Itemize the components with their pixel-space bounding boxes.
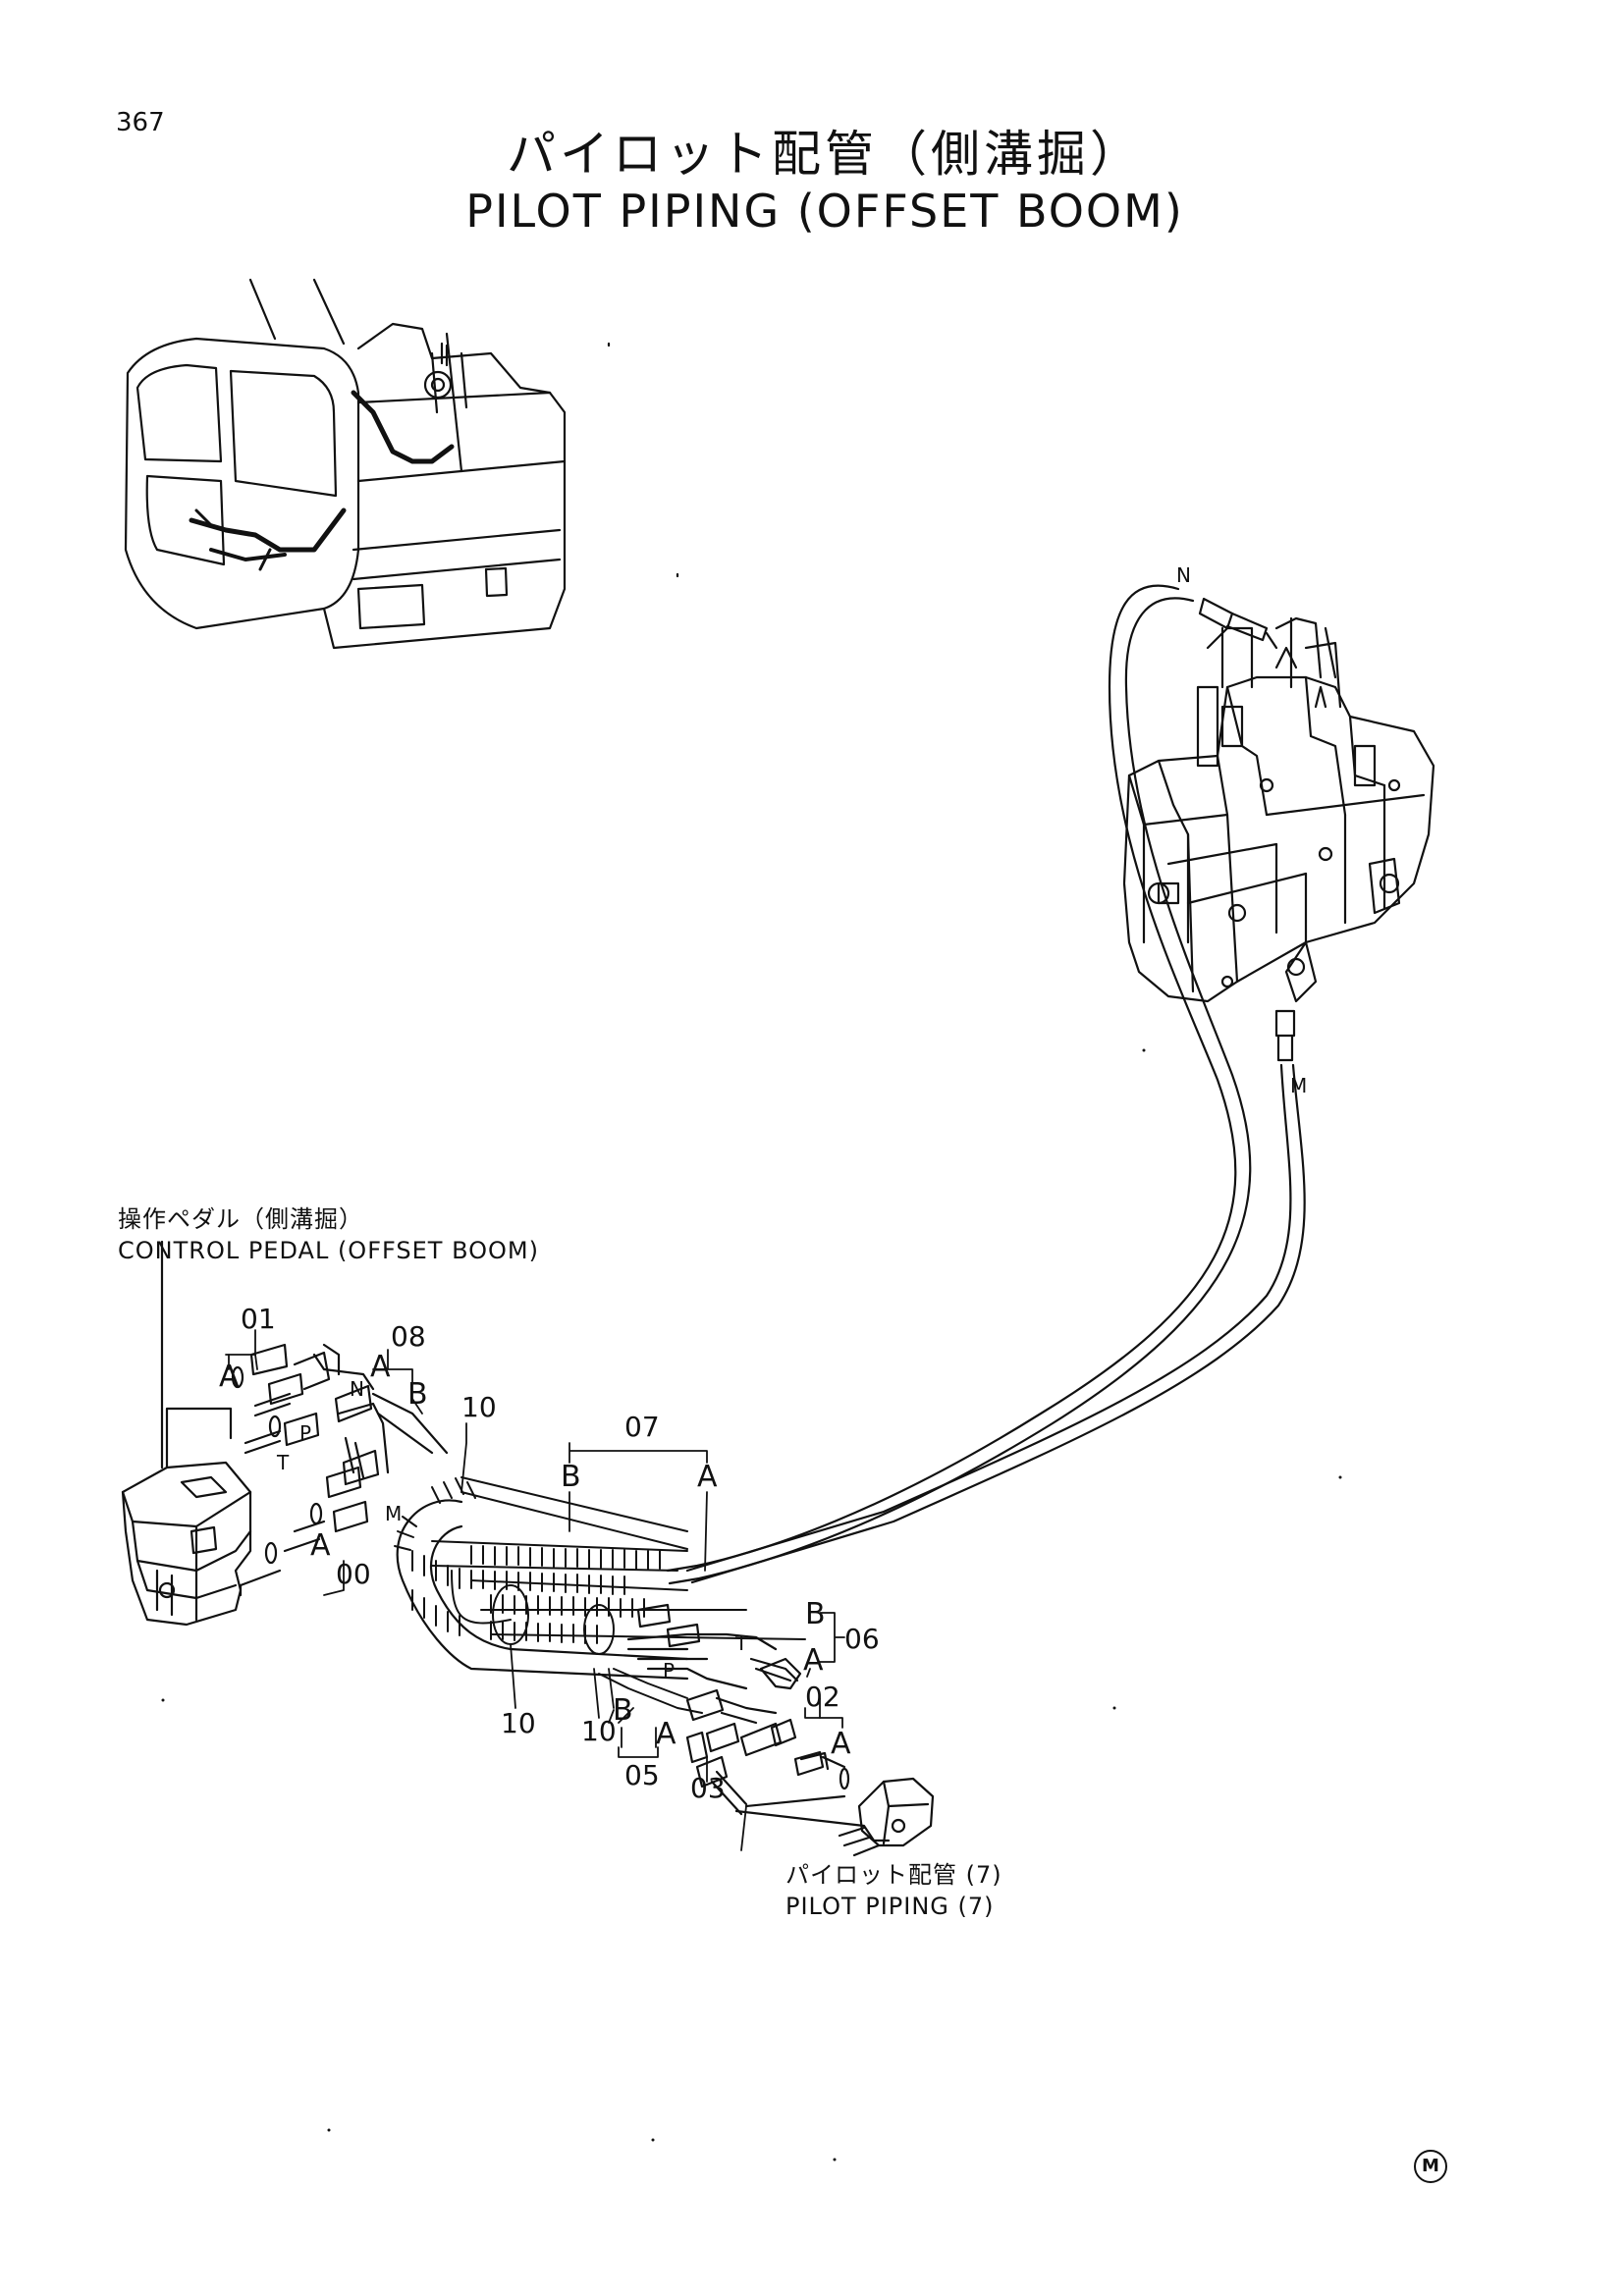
control-pedal-label-en: CONTROL PEDAL (OFFSET BOOM) bbox=[118, 1237, 539, 1264]
excavator-overview bbox=[124, 278, 679, 650]
part-number-10-bottom-left: 10 bbox=[501, 1707, 536, 1739]
port-label-b-05: B bbox=[613, 1693, 633, 1728]
port-label-m-valve: M bbox=[1290, 1074, 1308, 1097]
control-pedal bbox=[121, 1240, 252, 1627]
part-number-07: 07 bbox=[624, 1411, 660, 1443]
page-title-english: PILOT PIPING (OFFSET BOOM) bbox=[465, 185, 1184, 238]
port-label-a-06: A bbox=[803, 1643, 824, 1678]
port-label-t-06: T bbox=[735, 1631, 748, 1655]
part-number-03: 03 bbox=[690, 1772, 726, 1804]
port-label-b-08: B bbox=[407, 1377, 428, 1412]
port-label-b-06: B bbox=[805, 1597, 826, 1631]
part-number-08: 08 bbox=[391, 1320, 426, 1353]
port-label-p-small: P bbox=[299, 1421, 312, 1445]
port-label-a-01: A bbox=[219, 1360, 240, 1394]
part-number-00: 00 bbox=[336, 1558, 371, 1590]
part-number-05: 05 bbox=[624, 1759, 660, 1791]
port-label-p-05: P bbox=[663, 1659, 676, 1682]
part-number-10-bottom: 10 bbox=[581, 1715, 617, 1747]
part-number-06: 06 bbox=[844, 1623, 880, 1655]
port-label-n-top: N bbox=[1176, 563, 1191, 587]
speckle-dots bbox=[161, 1048, 1342, 2162]
port-label-b-07: B bbox=[561, 1460, 581, 1494]
page-title-japanese: パイロット配管（側溝掘） bbox=[507, 126, 1143, 183]
pilot-piping-7-block bbox=[799, 1751, 935, 1857]
port-label-t-small: T bbox=[277, 1451, 290, 1474]
pedal-fittings bbox=[165, 1343, 449, 1597]
port-label-m-small: M bbox=[385, 1502, 403, 1525]
page-number: 367 bbox=[116, 108, 165, 137]
control-pedal-label-ja: 操作ペダル（側溝掘） bbox=[118, 1205, 363, 1233]
port-label-a-02: A bbox=[831, 1727, 851, 1761]
manufacturer-mark: M bbox=[1414, 2150, 1447, 2183]
control-valve bbox=[1122, 597, 1435, 1062]
leader-lines bbox=[225, 1329, 845, 1851]
part-number-01: 01 bbox=[241, 1303, 276, 1335]
part-number-02: 02 bbox=[805, 1681, 840, 1713]
port-label-a-08: A bbox=[370, 1350, 391, 1384]
port-label-a-07: A bbox=[697, 1460, 718, 1494]
port-label-a-05: A bbox=[656, 1717, 677, 1751]
pilot-piping-7-label-en: PILOT PIPING (7) bbox=[785, 1893, 995, 1920]
long-hoses bbox=[666, 584, 1306, 1585]
port-label-n-small: N bbox=[350, 1377, 364, 1401]
port-label-a-00: A bbox=[310, 1528, 331, 1563]
part-number-10-top: 10 bbox=[461, 1391, 497, 1423]
pilot-piping-7-label-ja: パイロット配管 (7) bbox=[785, 1861, 1002, 1889]
hose-bundle bbox=[394, 1476, 806, 1714]
